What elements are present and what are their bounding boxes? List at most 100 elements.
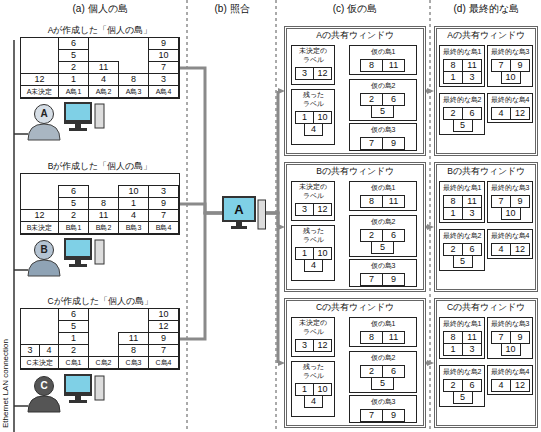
cell-number: 2 — [361, 230, 382, 241]
shared-window: Aの共有ウィンドウ最終的な島181113最終的な島37910最終的な島2265最… — [434, 26, 538, 156]
cell-number: 7 — [149, 345, 178, 356]
column-label: A島3 — [118, 85, 149, 98]
column-label: A未決定 — [20, 85, 59, 98]
island-title: 最終的な島3 — [488, 319, 532, 329]
island-box: 最終的な島37910 — [487, 181, 533, 223]
island-title: 未決定の ラベル — [293, 47, 333, 65]
user-body — [28, 396, 60, 412]
island-box: 最終的な島181113 — [439, 317, 485, 359]
connector — [180, 68, 222, 213]
cell-number: 3 — [149, 74, 178, 85]
island-title: 最終的な島2 — [440, 231, 484, 241]
cell-number: 11 — [383, 332, 404, 343]
cell-number: 12 — [314, 204, 331, 215]
column-header: (c) 仮の島 — [284, 3, 426, 15]
user-avatar: B — [34, 240, 54, 260]
label-cell: 4 — [304, 123, 323, 136]
cell-number: 2 — [361, 94, 382, 105]
cell-number: 10 — [502, 208, 520, 219]
island-title: 未決定の ラベル — [293, 319, 333, 337]
ethernet-tick — [14, 269, 28, 271]
column-header: (d) 最終的な島 — [434, 3, 538, 15]
cell-number: 9 — [511, 332, 529, 343]
connector — [266, 213, 278, 363]
cell-number: 9 — [511, 196, 529, 207]
island-title: 最終的な島1 — [440, 183, 484, 193]
cell-number: 2 — [444, 244, 462, 255]
cell-number: 7 — [361, 138, 382, 149]
monitor-screen — [66, 376, 90, 392]
connector — [180, 213, 222, 339]
personal-island-panel: Cが作成した「個人の島」610512111934287C未決定C島1C島2C島3… — [20, 308, 180, 370]
cell-number: 7 — [149, 62, 178, 73]
connector — [426, 226, 427, 229]
island-box: 仮の島1811 — [349, 181, 417, 211]
label-cell: 8 — [360, 195, 383, 208]
cell-number: 4 — [492, 244, 510, 255]
island-title: 最終的な島3 — [488, 183, 532, 193]
monitor — [64, 238, 92, 260]
cell-number: 1 — [444, 72, 462, 83]
computer-icon — [222, 196, 266, 230]
cell-number: 3 — [296, 340, 313, 351]
island-box: 仮の島1811 — [349, 45, 417, 75]
cell-number: 4 — [492, 108, 510, 119]
label-cell: 10 — [501, 343, 521, 356]
monitor — [222, 196, 256, 222]
island-title: 残った ラベル — [293, 91, 333, 109]
user-body — [28, 124, 60, 140]
island-title: 最終的な島4 — [488, 367, 532, 377]
cell-number: 9 — [149, 333, 178, 344]
island-box: 最終的な島4412 — [487, 365, 533, 395]
cell-number: 12 — [511, 380, 529, 391]
cell-number: 3 — [296, 204, 313, 215]
cell-number: 12 — [314, 340, 331, 351]
label-cell: 3 — [295, 67, 314, 80]
cell-number: 5 — [59, 198, 88, 209]
island-box: 未決定の ラベル312 — [291, 181, 335, 221]
island-title: 最終的な島2 — [440, 367, 484, 377]
cell-number: 4 — [305, 396, 322, 407]
cell-number: 2 — [59, 210, 88, 221]
cell-number: 6 — [59, 186, 88, 197]
monitor-screen — [66, 104, 90, 120]
island-box: 仮の島379 — [349, 259, 417, 287]
monitor-stand — [75, 124, 81, 128]
cell-number: 3 — [463, 72, 481, 83]
column-label: C島1 — [58, 356, 89, 369]
label-cell: 4 — [304, 259, 323, 272]
label-cell: 10 — [501, 207, 521, 220]
connector — [266, 213, 278, 227]
column-label: C島4 — [148, 356, 179, 369]
cell-number: 1 — [59, 333, 88, 344]
window-title: Aの共有ウィンドウ — [287, 30, 423, 41]
label-cell: 12 — [510, 379, 530, 392]
computer-label: A — [224, 198, 254, 220]
panel-title: Bが作成した「個人の島」 — [21, 161, 179, 172]
monitor-stand — [236, 222, 242, 226]
island-box: 最終的な島181113 — [439, 181, 485, 223]
cell-number: 6 — [463, 244, 481, 255]
cell-number: 2 — [59, 345, 88, 356]
island-title: 最終的な島3 — [488, 47, 532, 57]
island-title: 仮の島1 — [350, 319, 416, 329]
monitor-stand — [75, 260, 81, 264]
pc-tower — [95, 376, 104, 400]
label-cell: 1 — [443, 343, 463, 356]
network-label: Ethernet LAN connection — [1, 339, 11, 428]
island-title: 仮の島2 — [350, 353, 416, 363]
column-header: (a) 個人の島 — [20, 3, 180, 15]
cell-number: 8 — [444, 332, 462, 343]
cell-number: 6 — [59, 309, 88, 320]
island-title: 最終的な島4 — [488, 95, 532, 105]
label-cell: 5 — [453, 255, 473, 268]
island-title: 仮の島2 — [350, 217, 416, 227]
island-box: 最終的な島37910 — [487, 317, 533, 359]
shared-window: Aの共有ウィンドウ未決定の ラベル312仮の島1811仮の島2265残った ラベ… — [284, 26, 426, 156]
ethernet-tick — [14, 133, 28, 135]
cell-number: 9 — [383, 138, 404, 149]
island-title: 仮の島2 — [350, 81, 416, 91]
user-avatar: A — [34, 104, 54, 124]
cell-number: 11 — [383, 196, 404, 207]
monitor-stand — [75, 396, 81, 400]
